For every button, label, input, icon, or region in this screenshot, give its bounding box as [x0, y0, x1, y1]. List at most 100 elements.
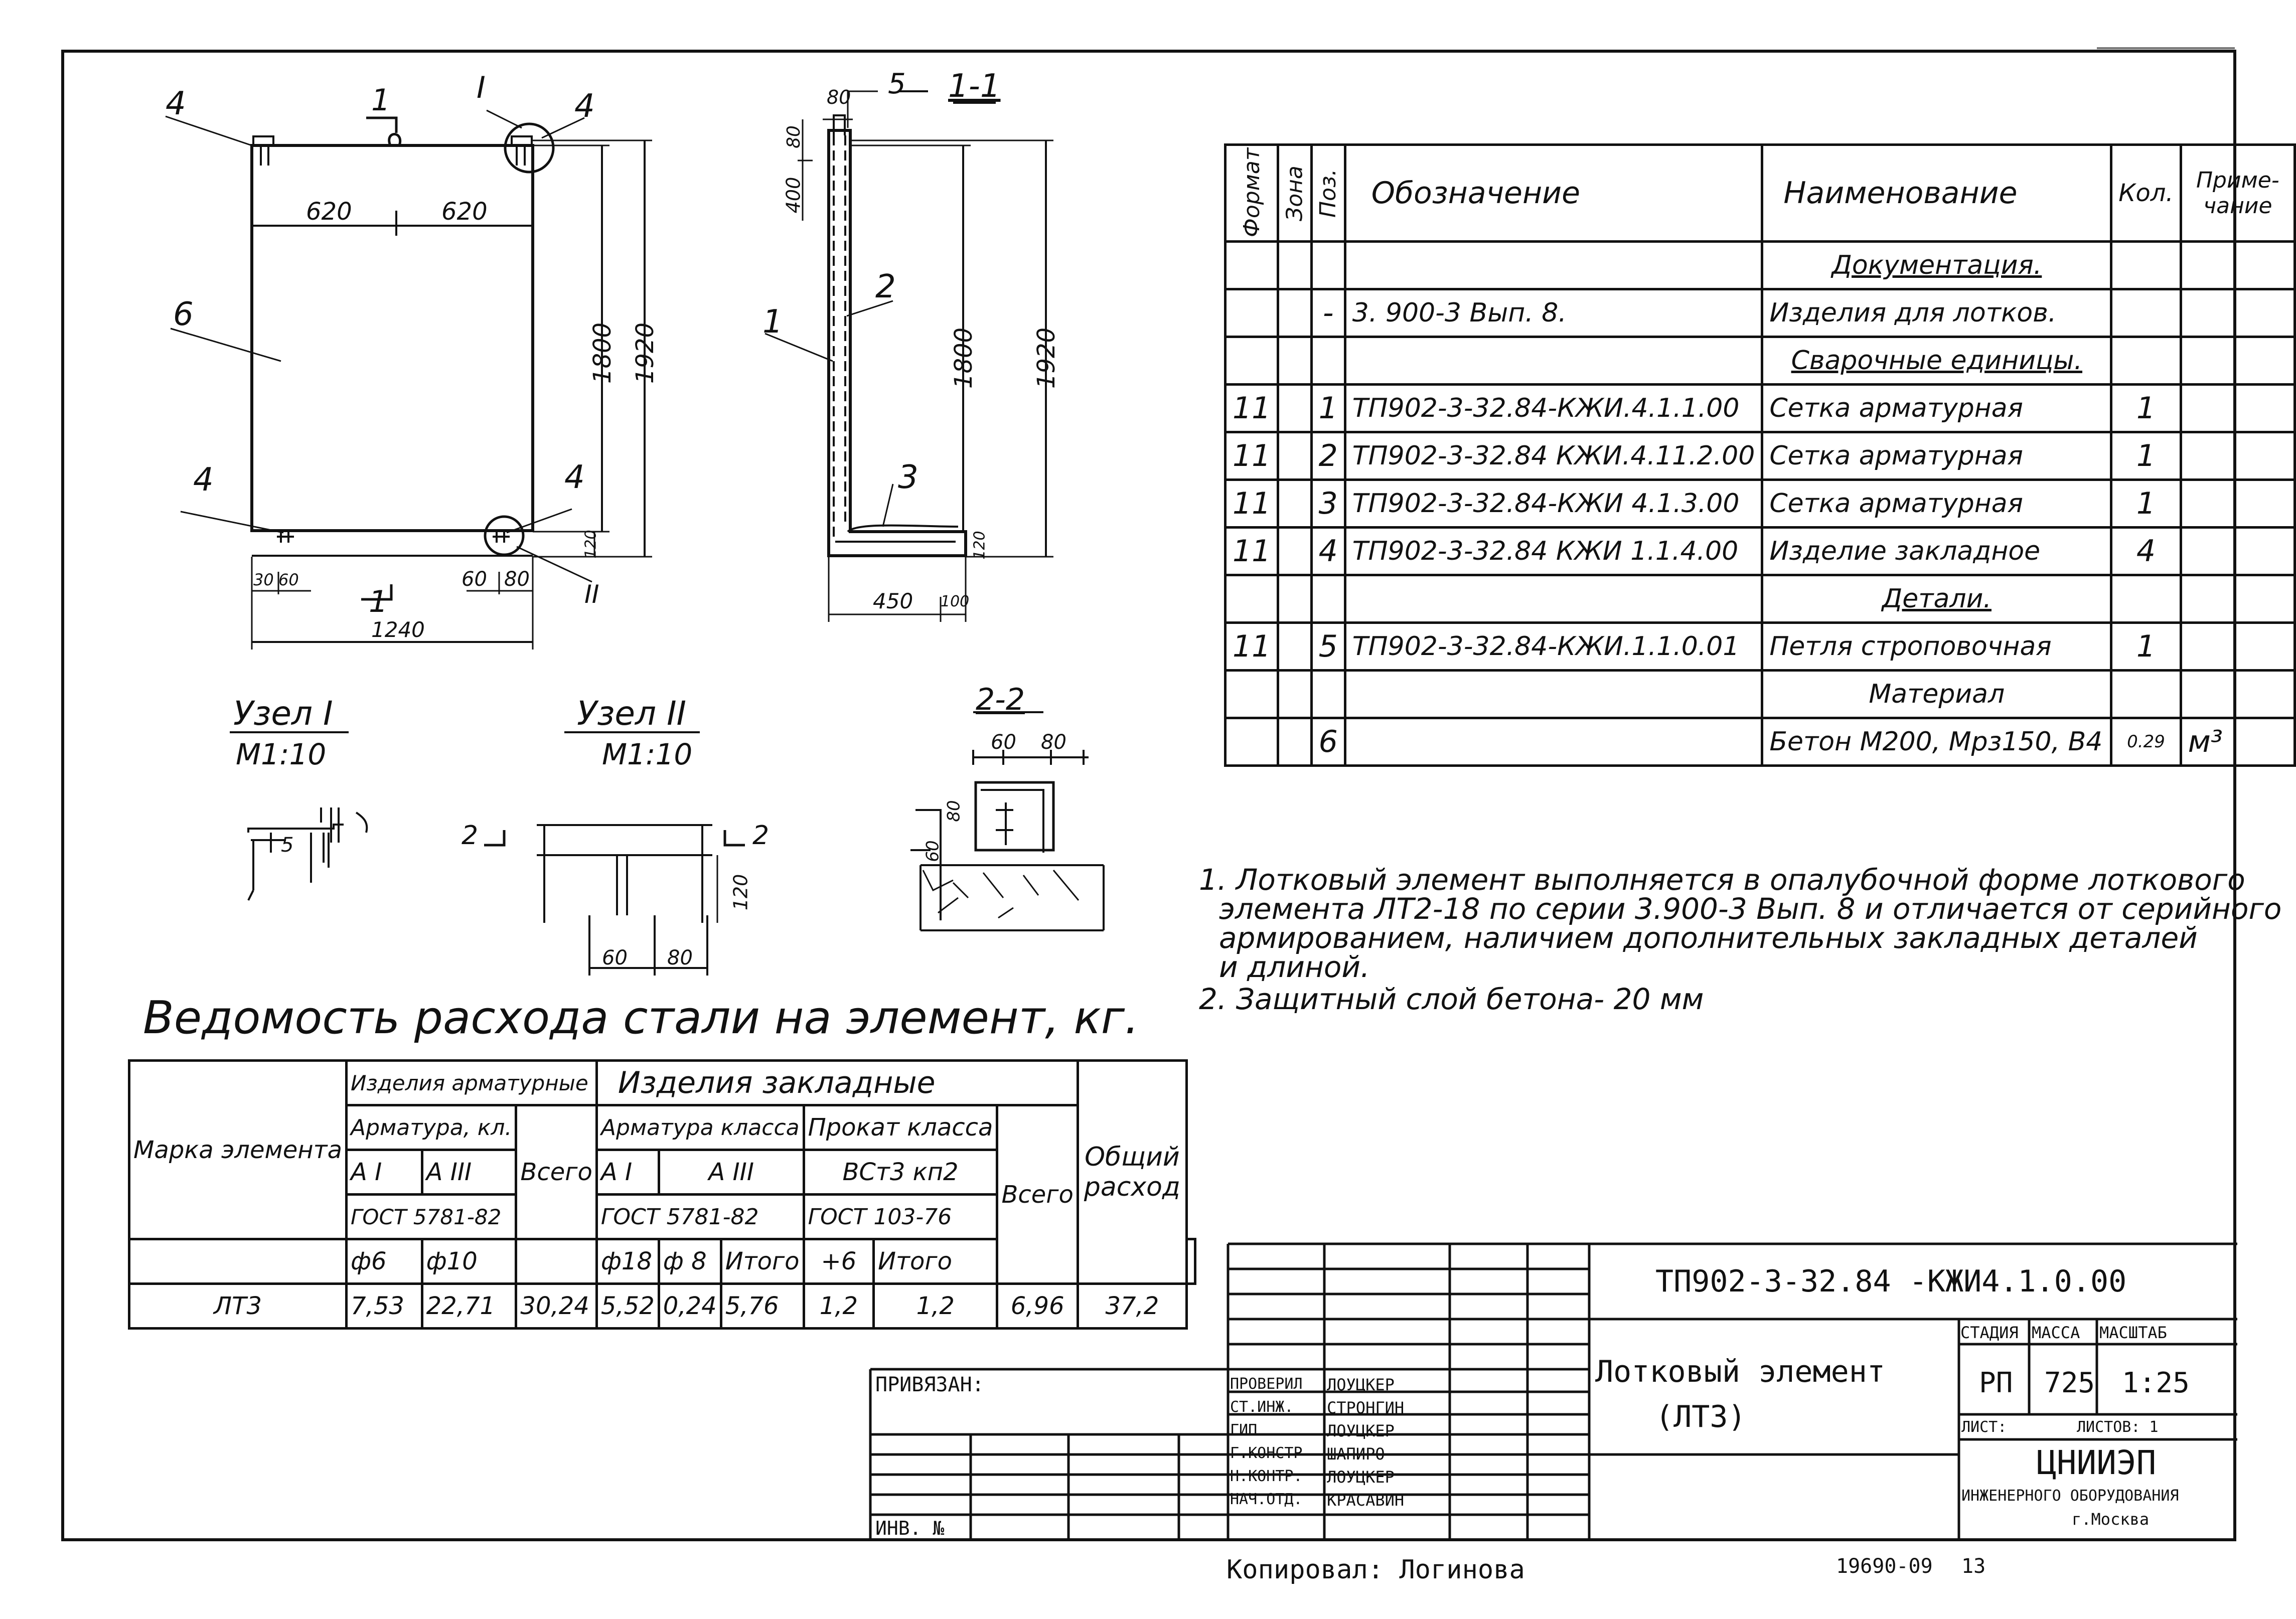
steel-cell-1: 7,53	[345, 1282, 423, 1330]
spec-cell-format: 11	[1223, 383, 1280, 433]
stamp-person-name: ШАПИРО	[1327, 1444, 1385, 1464]
steel-cell-4: 5,52	[595, 1282, 660, 1330]
stamp-person-name: ЛОУЦКЕР	[1327, 1468, 1395, 1487]
section-1-1-title: 1-1	[948, 68, 1001, 105]
spec-header-note: Приме-чание	[2179, 143, 2296, 243]
spec-cell-zone	[1277, 288, 1313, 338]
spec-cell-pos	[1310, 240, 1346, 290]
spec-row: Материал	[1223, 669, 2296, 719]
stamp-grid	[869, 1242, 2237, 1540]
spec-cell-designation	[1343, 574, 1764, 624]
spec-cell-qty: 1	[2110, 383, 2182, 433]
steel-data-row: ЛТ3 7,53 22,71 30,24 5,52 0,24 5,76 1,2 …	[127, 1282, 1195, 1330]
spec-cell-zone	[1277, 336, 1313, 386]
spec-row: Детали.	[1223, 574, 2296, 624]
spec-cell-designation: ТП902-3-32.84-КЖИ.4.1.1.00	[1343, 383, 1764, 433]
spec-cell-format	[1223, 669, 1280, 719]
sheet-frame	[61, 50, 2236, 1541]
section-mark-5: 5	[888, 68, 906, 100]
plan-mark-4-topleft: 4	[166, 85, 186, 122]
stamp-org: ЦНИИЭП	[2037, 1443, 2157, 1482]
stamp-scale: 1:25	[2122, 1367, 2190, 1399]
spec-cell-note	[2179, 621, 2296, 672]
stamp-person-name: ЛОУЦКЕР	[1327, 1421, 1395, 1440]
steel-header-armatura-class: Арматура класса	[595, 1104, 805, 1151]
spec-cell-pos: 5	[1310, 621, 1346, 672]
stamp-page: 13	[1961, 1555, 1986, 1578]
spec-cell-note	[2179, 478, 2296, 529]
stamp-role: Н.КОНТР.	[1230, 1468, 1303, 1485]
spec-cell-note	[2179, 240, 2296, 290]
spec-cell-zone	[1277, 383, 1313, 433]
spec-cell-name: Изделие закладное	[1761, 526, 2113, 576]
notes-block: 1. Лотковый элемент выполняется в опалуб…	[1199, 865, 2281, 1014]
stamp-privyazan: ПРИВЯЗАН:	[875, 1373, 984, 1396]
stamp-person-name: СТРОНГИН	[1327, 1398, 1405, 1417]
node-1-mark-5: 5	[281, 834, 294, 857]
spec-cell-format: 11	[1223, 431, 1280, 481]
section-2-2-dim-60-vert: 60	[923, 840, 943, 862]
steel-header-itogo: Итого	[719, 1238, 805, 1285]
steel-cell-9: 6,96	[996, 1282, 1079, 1330]
spec-cell-qty	[2110, 669, 2182, 719]
node-1-title: Узел I	[233, 694, 333, 733]
spec-cell-pos	[1310, 336, 1346, 386]
spec-cell-name: Бетон М200, Мрз150, В4	[1761, 717, 2113, 767]
node-2-mark-2-left: 2	[462, 821, 479, 851]
spec-cell-qty: 1	[2110, 478, 2182, 529]
steel-header-total: Общий расход	[1076, 1059, 1188, 1285]
spec-cell-format	[1223, 574, 1280, 624]
spec-cell-note	[2179, 574, 2296, 624]
stamp-person-name: КРАСАВИН	[1327, 1491, 1405, 1510]
spec-cell-qty: 1	[2110, 431, 2182, 481]
steel-header-d6: ф6	[345, 1238, 423, 1285]
node-2-dim-120: 120	[729, 874, 752, 911]
spec-header-format: Формат	[1225, 144, 1278, 242]
node-2-mark-2-right: 2	[752, 821, 770, 851]
steel-header-bst: ВСт3 кп2	[802, 1149, 999, 1196]
section-2-2-dim-80-vert: 80	[944, 800, 964, 822]
spec-header-row: Формат Зона Поз. Обозначение Наименовани…	[1225, 143, 2296, 243]
spec-cell-format	[1223, 336, 1280, 386]
plan-mark-node-1: I	[477, 70, 486, 105]
note-line-5: 2. Защитный слой бетона- 20 мм	[1199, 982, 1704, 1016]
spec-row: Сварочные единицы.	[1223, 336, 2296, 386]
stamp-mass-header: МАССА	[2032, 1323, 2080, 1342]
spec-cell-designation: 3. 900-3 Вып. 8.	[1343, 288, 1764, 338]
steel-header-p6: +6	[802, 1238, 875, 1285]
stamp-title-2: (ЛТ3)	[1655, 1399, 1746, 1434]
spec-row: -3. 900-3 Вып. 8.Изделия для лотков.	[1223, 288, 2296, 338]
node-2-dim-80: 80	[667, 946, 693, 969]
spec-cell-qty: 1	[2110, 621, 2182, 672]
stamp-stage: РП	[1979, 1367, 2013, 1399]
stamp-copied: Копировал: Логинова	[1227, 1555, 1525, 1585]
note-line-2: элемента ЛТ2-18 по серии 3.900-3 Вып. 8 …	[1219, 892, 2282, 926]
plan-dim-620-right: 620	[441, 198, 488, 226]
steel-header-aiii-2: А III	[657, 1149, 805, 1196]
spec-cell-format: 11	[1223, 526, 1280, 576]
spec-cell-qty	[2110, 240, 2182, 290]
steel-header-d8: ф 8	[657, 1238, 722, 1285]
stamp-scale-header: МАСШТАБ	[2099, 1323, 2167, 1342]
section-dim-100: 100	[941, 593, 970, 610]
spec-cell-pos: 3	[1310, 478, 1346, 529]
stamp-sheet: ЛИСТ:	[1961, 1418, 2007, 1436]
spec-cell-name: Сетка арматурная	[1761, 431, 2113, 481]
spec-cell-zone	[1277, 717, 1313, 767]
steel-cell-6: 5,76	[719, 1282, 805, 1330]
stamp-title: Лотковый элемент	[1595, 1354, 1885, 1389]
node-2	[484, 731, 745, 976]
section-dim-1920: 1920	[1032, 327, 1061, 389]
steel-header-ai-2: А I	[595, 1149, 660, 1196]
steel-header-d18: ф18	[595, 1238, 660, 1285]
spec-header-name: Наименование	[1761, 143, 2113, 243]
plan-dim-1240: 1240	[371, 617, 425, 642]
spec-cell-zone	[1277, 669, 1313, 719]
steel-header-armatura: Арматура, кл.	[345, 1104, 518, 1151]
section-dim-80-top: 80	[827, 86, 851, 108]
plan-dim-80-right: 80	[504, 568, 530, 591]
steel-cell-10: 37,2	[1076, 1282, 1188, 1330]
specification-table: Формат Зона Поз. Обозначение Наименовани…	[1223, 143, 2296, 767]
plan-dim-1800: 1800	[588, 322, 617, 384]
